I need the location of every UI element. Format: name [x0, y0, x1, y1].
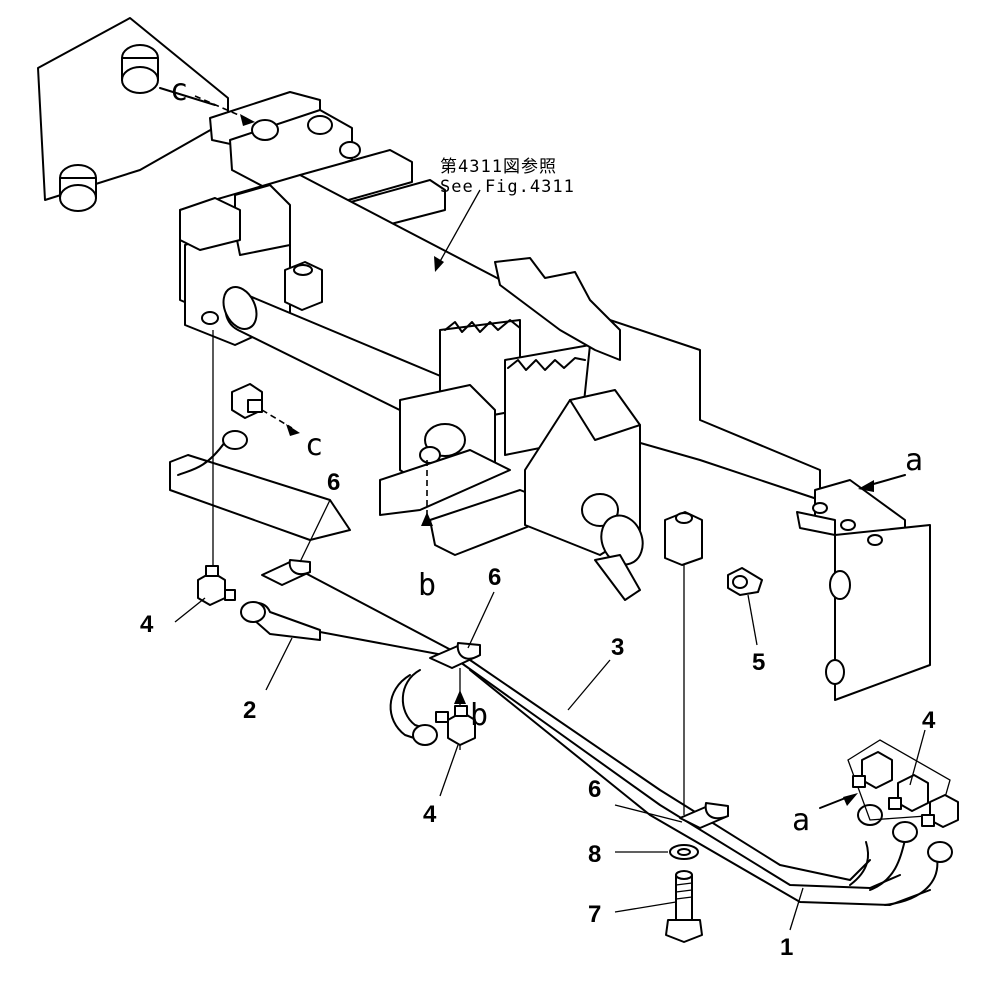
elbow-fitting-upper-left — [231, 383, 300, 436]
bolt-7 — [665, 870, 703, 943]
callout-3: 3 — [611, 634, 624, 661]
spacer-block — [664, 511, 703, 815]
callout-4-left: 4 — [140, 611, 154, 638]
view-letter-b-left: b — [418, 568, 436, 603]
tee-fitting-left — [197, 330, 236, 606]
right-end-plate — [796, 474, 931, 701]
view-letter-c-top: c — [170, 73, 188, 108]
callout-4-right: 4 — [922, 707, 936, 734]
reference-note-japanese: 第4311図参照 — [440, 157, 557, 177]
callout-1: 1 — [780, 934, 793, 961]
clamp-middle — [429, 642, 481, 750]
callout-8: 8 — [588, 841, 601, 868]
callout-7: 7 — [588, 901, 601, 928]
view-letter-a-bottom: a — [792, 803, 810, 838]
tee-fitting-center — [435, 705, 476, 746]
view-letter-c-side: c — [305, 428, 323, 463]
hose-upper-left — [177, 430, 248, 476]
view-letter-a-right: a — [905, 443, 923, 478]
clamp-lower — [679, 802, 729, 829]
elbow-fitting-5 — [727, 567, 763, 596]
left-end-plate — [37, 17, 229, 212]
callout-6-middle: 6 — [488, 564, 501, 591]
reference-note-english: See Fig.4311 — [440, 177, 575, 197]
view-letter-b-center: b — [470, 698, 488, 733]
callout-5: 5 — [752, 649, 765, 676]
callout-4-center: 4 — [423, 801, 437, 828]
leader-lines — [174, 189, 926, 931]
washer-8 — [669, 844, 699, 860]
main-housing — [169, 149, 821, 601]
callout-2: 2 — [243, 697, 256, 724]
fittings-right — [819, 739, 959, 828]
callout-6-upper: 6 — [327, 469, 340, 496]
clamp-upper — [261, 559, 311, 586]
callout-6-lower: 6 — [588, 776, 601, 803]
